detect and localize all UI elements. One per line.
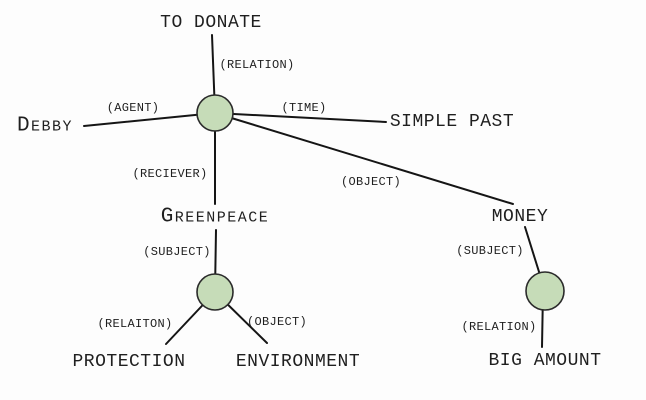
concept-greenpeace[interactable]: Greenpeace [160,205,270,229]
link-hub-money [214,112,514,205]
edge-label-relation-top[interactable]: (RELATION) [219,58,295,72]
concept-environment[interactable]: ENVIRONMENT [235,352,361,372]
edge-label-subject-left[interactable]: (SUBJECT) [143,245,211,259]
relation-hub-main[interactable] [196,94,234,132]
edge-label-object-environment[interactable]: (OBJECT) [246,315,308,329]
edge-label-relaiton[interactable]: (RELAITON) [97,317,173,331]
concept-debby[interactable]: Debby [16,114,74,138]
edge-label-time[interactable]: (TIME) [281,101,327,115]
concept-protection[interactable]: PROTECTION [72,352,186,372]
edge-label-object-money[interactable]: (OBJECT) [340,175,402,189]
link-hub-simple-past [214,112,387,123]
edge-label-reciever[interactable]: (RECIEVER) [132,167,208,181]
concept-big-amount[interactable]: BIG AMOUNT [488,351,602,371]
concept-simple-past[interactable]: SIMPLE PAST [389,112,515,132]
concept-money[interactable]: MONEY [491,207,549,227]
edge-label-subject-right[interactable]: (SUBJECT) [456,244,524,258]
relation-hub-money[interactable] [525,271,565,311]
link-debby-hub [83,112,216,127]
relation-hub-greenpeace[interactable] [196,273,234,311]
concept-to-donate[interactable]: TO DONATE [160,13,262,33]
edge-label-agent[interactable]: (AGENT) [106,101,160,115]
edge-label-relation-right[interactable]: (RELATION) [461,320,537,334]
